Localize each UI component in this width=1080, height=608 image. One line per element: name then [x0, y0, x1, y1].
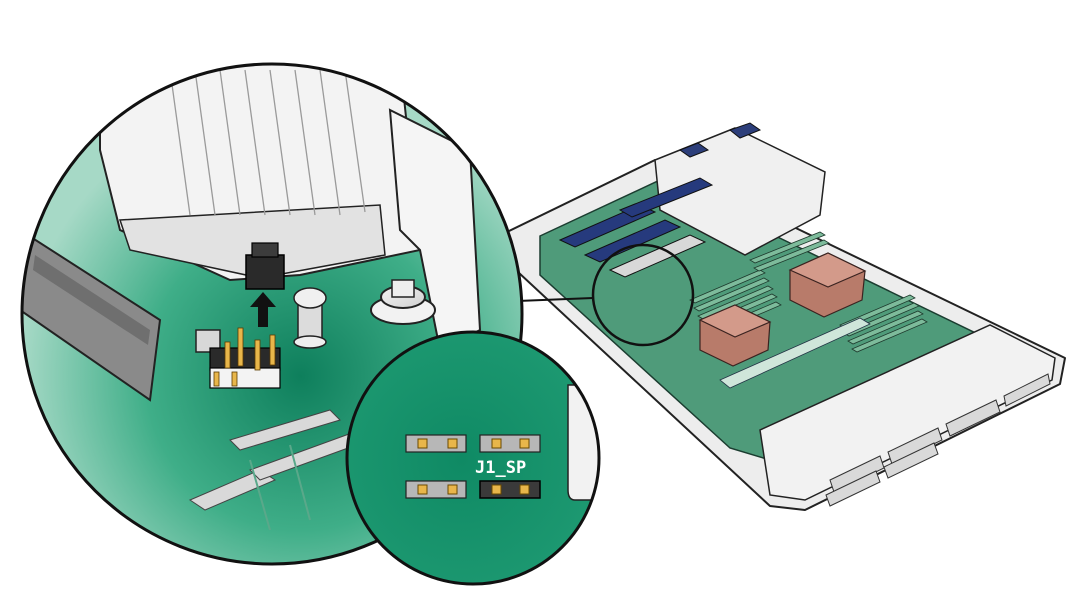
jumper-pin-block-3 — [405, 480, 467, 499]
heatsink — [99, 64, 422, 282]
drive-bays — [825, 373, 1051, 507]
cpu-heatsinks — [698, 252, 867, 367]
jumper-pin-block-1 — [405, 434, 467, 453]
jumper-closeup-outline — [345, 330, 601, 586]
captive-screw — [293, 287, 327, 349]
jumper-header-pins — [195, 327, 281, 389]
board-edges — [249, 444, 311, 531]
pcie-riser-slots — [558, 177, 714, 278]
jumper-pin-block-2 — [479, 434, 541, 453]
detail-magnifier — [22, 64, 522, 564]
jumper-cap-removed — [245, 242, 285, 290]
drive-bay-area — [759, 324, 1056, 501]
jumper-label: J1_SP — [475, 458, 526, 478]
pcie-slot — [22, 228, 162, 402]
remove-arrow — [250, 292, 276, 327]
jumper-pin-block-j1-sp — [479, 480, 541, 499]
detail-magnifier-outline — [20, 62, 524, 566]
lower-connectors — [188, 409, 371, 511]
jumper-closeup: J1_SP — [347, 332, 599, 584]
chassis-callout-circle — [591, 243, 695, 347]
fan-area — [719, 317, 871, 389]
standoff-screw — [370, 279, 436, 325]
server-chassis — [504, 122, 1066, 511]
